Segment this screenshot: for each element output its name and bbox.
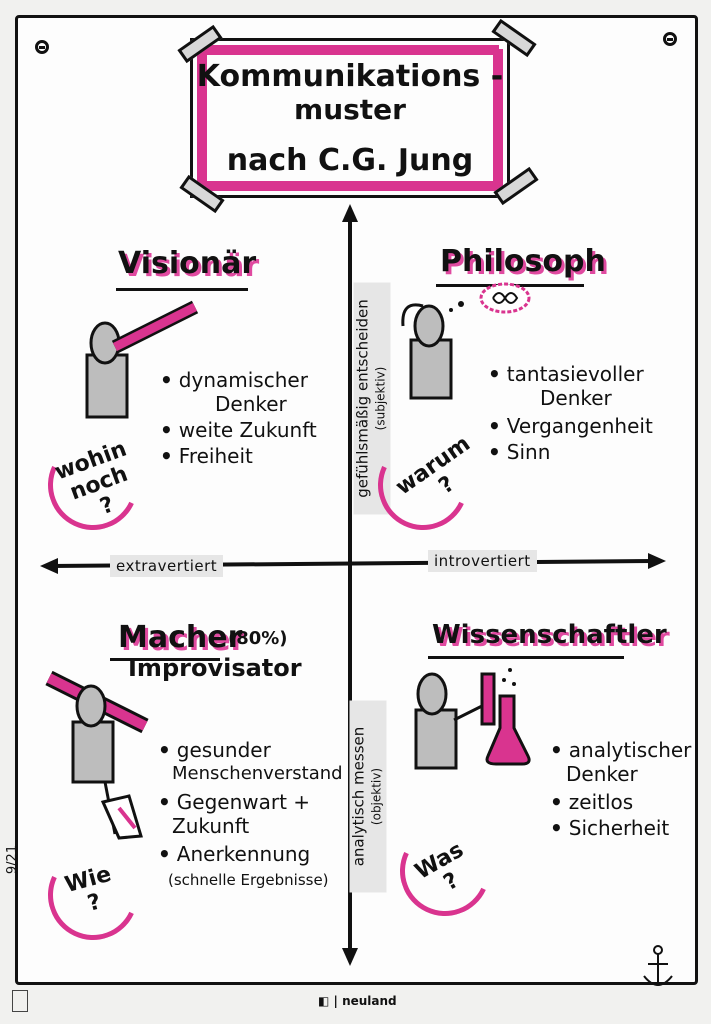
wissenschaftler-title: Wissenschaftler (432, 620, 667, 650)
visionaer-bullet-2: •weite Zukunft (160, 418, 317, 442)
brand-logo-icon: ◧ | (318, 994, 343, 1008)
wissenschaftler-figure-icon (414, 668, 531, 770)
axis-label-bottom: analytisch messen (objektiv) (349, 700, 387, 893)
visionaer-bullet-3: •Freiheit (160, 444, 253, 468)
visionaer-bullet-1b: Denker (215, 392, 287, 416)
macher-title-note: (80%) (228, 628, 288, 649)
wissenschaftler-bullet-2: •zeitlos (550, 790, 634, 814)
wissenschaftler-bullet-3: •Sicherheit (550, 816, 670, 840)
certification-icon (12, 990, 28, 1012)
macher-bullet-1b: Menschenverstand (172, 763, 343, 784)
title-line-3: nach C.G. Jung (226, 143, 474, 178)
macher-bullet-3b: (schnelle Ergebnisse) (168, 871, 329, 889)
axis-label-top-sub: (subjektiv) (373, 366, 388, 431)
title-box: Kommunikations - muster nach C.G. Jung (190, 38, 510, 198)
axis-label-left: extravertiert (110, 555, 224, 577)
macher-underline (110, 658, 220, 661)
philosoph-bullet-1: •tantasievoller (488, 362, 644, 386)
philosoph-figure-icon (401, 282, 531, 400)
visionaer-bullet-1: •dynamischer (160, 368, 308, 392)
anchor-signature-icon (643, 945, 673, 986)
macher-bullet-2b: Zukunft (172, 814, 250, 838)
macher-bullet-2: •Gegenwart + (158, 790, 311, 814)
title-line-1: Kommunikations - (196, 59, 504, 94)
philosoph-title: Philosoph (440, 244, 606, 279)
top-right-grommet-icon (663, 32, 677, 46)
title-line-2: muster (294, 93, 406, 126)
wissenschaftler-bullet-1: •analytischer (550, 738, 692, 762)
philosoph-bullet-3: •Sinn (488, 440, 551, 464)
side-note: 9/21 (5, 844, 21, 875)
top-left-grommet-icon (35, 40, 49, 54)
visionaer-title: Visionär (118, 246, 257, 281)
wissenschaftler-bullet-1b: Denker (566, 762, 638, 786)
axis-label-bottom-sub: (objektiv) (369, 767, 384, 826)
visionaer-figure-icon (85, 300, 199, 419)
visionaer-underline (116, 288, 248, 291)
axis-label-top-main: gefühlsmäßig entscheiden (353, 299, 372, 498)
footer-brand: ◧ | neuland (318, 994, 397, 1008)
macher-bullet-3: •Anerkennung (158, 842, 311, 866)
philosoph-bullet-2: •Vergangenheit (488, 414, 653, 438)
axis-label-bottom-main: analytisch messen (349, 726, 368, 867)
macher-bullet-1: •gesunder (158, 738, 271, 762)
philosoph-bullet-1b: Denker (540, 386, 612, 410)
macher-figure-icon (45, 670, 149, 840)
wissenschaftler-underline (428, 656, 624, 659)
axis-label-right: introvertiert (428, 550, 537, 572)
macher-title: Macher (118, 620, 243, 655)
